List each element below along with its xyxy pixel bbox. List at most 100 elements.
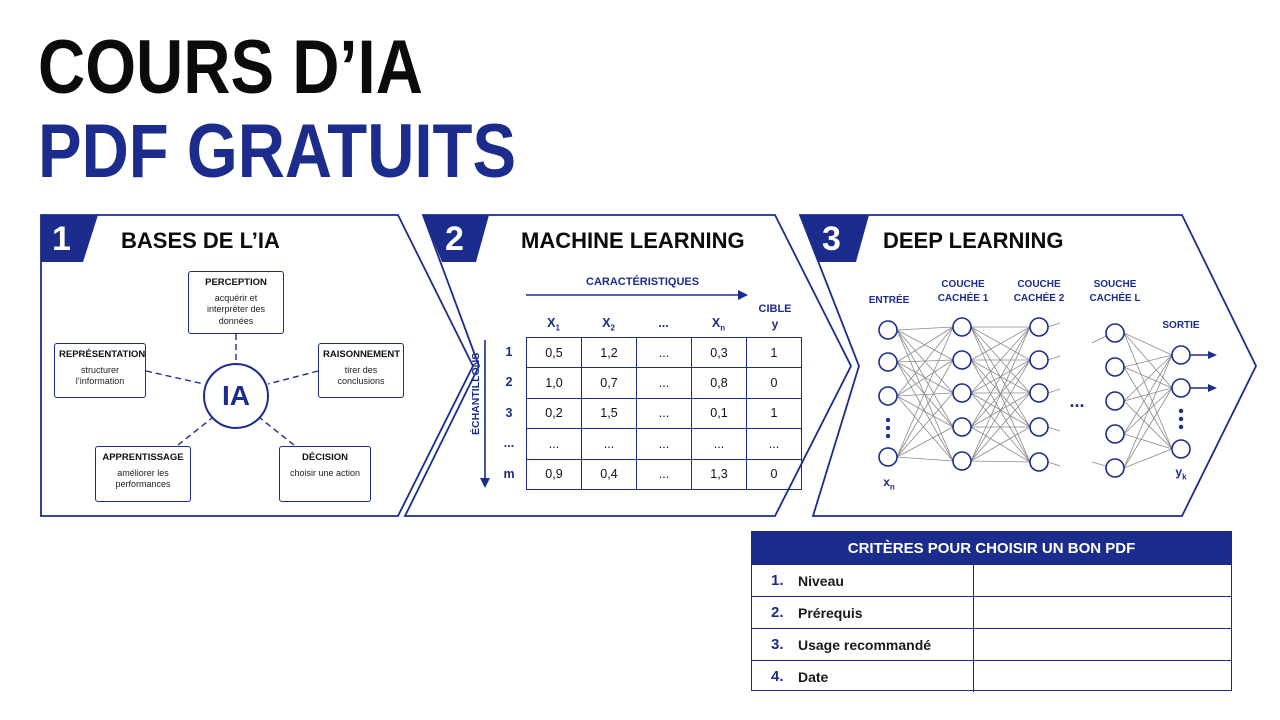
table-cell: 0,4 (581, 458, 637, 490)
row-label: 3 (505, 405, 513, 420)
criteria-label: Niveau (798, 572, 844, 589)
apprentissage-box: APPRENTISSAGE améliorer les performances (95, 446, 191, 502)
nn-edge (1091, 335, 1107, 344)
nn-node (952, 350, 972, 370)
decision-title: DÉCISION (302, 452, 348, 463)
criteria-row: 4.Date (752, 660, 1231, 692)
nn-edge (1123, 354, 1173, 368)
nn-edge (970, 426, 1031, 462)
raisonnement-title: RAISONNEMENT (323, 349, 401, 360)
table-cell: ... (581, 428, 637, 460)
representation-desc: structurer l’information (75, 365, 125, 387)
table-cell: 1,0 (526, 367, 582, 399)
nn-node (878, 320, 898, 340)
apprentissage-desc: améliorer les performances (115, 468, 171, 490)
table-cell: 1,2 (581, 336, 637, 369)
nn-edge (970, 359, 1031, 462)
table-cell: 0,7 (581, 367, 637, 399)
section-2-badge (423, 215, 489, 262)
nn-edge (970, 326, 1031, 462)
criteria-num: 2. (771, 604, 784, 621)
features-arrow (526, 290, 748, 300)
nn-node (1029, 417, 1049, 437)
nn-edges (896, 322, 1173, 469)
nn-edge (896, 329, 954, 428)
table-cell: ... (636, 397, 692, 430)
table-cell: 1,5 (581, 397, 637, 430)
nn-edge (896, 326, 954, 397)
decision-box: DÉCISION choisir une action (279, 446, 371, 502)
nn-edge (1123, 433, 1173, 450)
nn-edge (896, 392, 954, 458)
nn-edge (1047, 461, 1061, 467)
page-subtitle: PDF GRATUITS (38, 109, 517, 194)
section-1-frame (40, 214, 475, 517)
nn-edge (970, 426, 1031, 463)
table-cell: 1,3 (691, 458, 747, 490)
section-2-title: MACHINE LEARNING (521, 228, 745, 253)
table-cell: 0,9 (526, 458, 582, 490)
section-1-title: BASES DE L’IA (121, 228, 280, 253)
nn-edge (1123, 387, 1173, 469)
nn-node (1105, 458, 1125, 478)
table-cell: 0 (746, 367, 802, 399)
nn-edge (1047, 322, 1061, 328)
criteria-row: 2. Prérequis (752, 596, 1231, 628)
nn-node (1105, 357, 1125, 377)
table-cell: 0,2 (526, 397, 582, 430)
perception-title: PERCEPTION (205, 277, 267, 288)
section-1-badge (41, 215, 98, 262)
table-cell: 0,3 (691, 336, 747, 369)
section-3-frame (798, 214, 1258, 517)
hidden2-label: COUCHE CACHÉE 2 (1013, 279, 1065, 304)
nn-node (1029, 383, 1049, 403)
table-cell: ... (636, 428, 692, 460)
perception-desc: acquérir et interpréter des données (206, 293, 266, 326)
nn-edge (896, 326, 954, 458)
nn-edge (1123, 366, 1173, 450)
nn-edge (970, 392, 1031, 462)
row-label: 1 (505, 345, 513, 359)
table-cell: 0,1 (691, 397, 747, 430)
nn-node (1171, 378, 1191, 398)
nn-node (952, 451, 972, 471)
criteria-title: CRITÈRES POUR CHOISIR UN BON PDF (752, 532, 1231, 564)
nn-edge (896, 326, 954, 331)
criteria-row: 3.Usage recommandé (752, 628, 1231, 660)
row-label: ... (503, 436, 515, 451)
samples-arrow (480, 340, 490, 488)
nn-edge (1123, 354, 1173, 435)
nn-node (1105, 323, 1125, 343)
nn-node (952, 317, 972, 337)
nn-edge (1123, 332, 1173, 356)
output-node-label: yk (1175, 465, 1187, 482)
table-cell: ... (691, 428, 747, 460)
criteria-num: 1. (771, 572, 784, 589)
features-label: CARACTÉRISTIQUES (586, 276, 700, 288)
nn-edge (896, 326, 954, 363)
criteria-num: 4. (771, 668, 784, 685)
ia-center-circle: IA (203, 363, 269, 429)
criteria-label: Prérequis (798, 604, 863, 621)
col-header-x2: X2 (602, 316, 615, 333)
nn-edge (970, 326, 1031, 428)
col-header-ellipsis: ... (658, 316, 669, 330)
nn-node (1029, 350, 1049, 370)
raisonnement-desc: tirer des conclusions (337, 365, 385, 387)
section-3-number: 3 (822, 220, 841, 258)
table-cell: 0,8 (691, 367, 747, 399)
nn-edge (896, 456, 954, 462)
nn-edge (896, 395, 954, 428)
nn-edge (896, 361, 954, 394)
table-cell: ... (636, 458, 692, 490)
nn-edge (896, 392, 954, 397)
nn-node (1171, 345, 1191, 365)
apprentissage-title: APPRENTISSAGE (102, 452, 184, 463)
nn-edge (970, 326, 1031, 394)
nn-node (878, 386, 898, 406)
table-cell: 1 (746, 336, 802, 369)
